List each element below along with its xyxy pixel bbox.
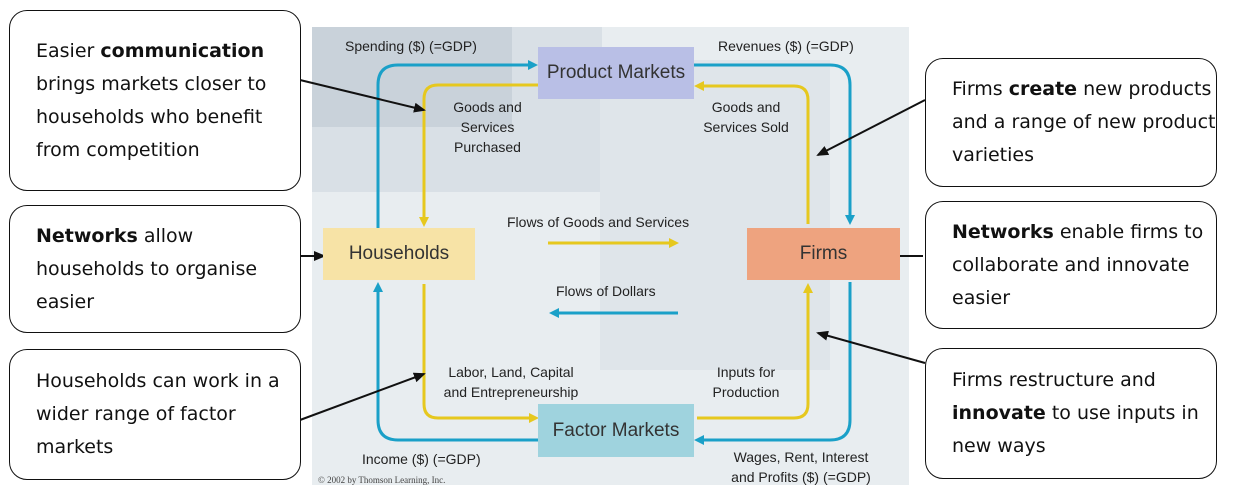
callout-text: Networks allow households to organise ea… bbox=[36, 224, 258, 313]
inputs-label: Inputs for Production bbox=[700, 362, 792, 402]
background-shade bbox=[312, 27, 512, 127]
callout-factor-markets: Households can work in a wider range of … bbox=[9, 349, 301, 480]
label-line: Inputs for bbox=[716, 364, 776, 380]
flows-goods-label: Flows of Goods and Services bbox=[507, 214, 690, 230]
label-line: Goods and bbox=[453, 99, 522, 115]
factor-markets-box: Factor Markets bbox=[538, 404, 694, 457]
pointer-arrow bbox=[299, 79, 426, 113]
label-line: Labor, Land, Capital bbox=[448, 364, 574, 380]
label-line: Purchased bbox=[454, 139, 521, 155]
label-line: Goods and bbox=[711, 99, 781, 115]
label-line: Services bbox=[460, 119, 515, 135]
label-line: and Entrepreneurship bbox=[443, 384, 579, 400]
callout-firms-create: Firms create new products and a range of… bbox=[925, 58, 1217, 187]
label-line: and Profits ($) (=GDP) bbox=[731, 469, 871, 485]
spending-label: Spending ($) (=GDP) bbox=[345, 38, 477, 54]
callout-households-networks: Networks allow households to organise ea… bbox=[9, 205, 301, 333]
callout-text: Households can work in a wider range of … bbox=[36, 370, 280, 458]
background-shade bbox=[600, 60, 830, 370]
callout-text: Firms restructure and innovate to use in… bbox=[952, 369, 1199, 457]
households-box: Households bbox=[323, 228, 475, 280]
callout-text: Easier communication brings markets clos… bbox=[36, 39, 267, 161]
product-markets-box: Product Markets bbox=[538, 47, 694, 99]
callout-firms-networks: Networks enable firms to collaborate and… bbox=[925, 201, 1217, 329]
labor-arrow bbox=[422, 284, 539, 423]
callout-text: Networks enable firms to collaborate and… bbox=[952, 220, 1204, 309]
firms-box: Firms bbox=[747, 228, 900, 280]
goods-purchased-arrow bbox=[419, 83, 538, 227]
goods-purchased-label: Goods and Services Purchased bbox=[440, 97, 535, 157]
label-line: Wages, Rent, Interest bbox=[733, 449, 869, 465]
callout-communication: Easier communication brings markets clos… bbox=[9, 10, 301, 191]
revenues-arrow bbox=[693, 63, 855, 225]
income-label: Income ($) (=GDP) bbox=[362, 451, 481, 467]
pointer-arrow bbox=[816, 99, 926, 156]
inputs-arrow bbox=[697, 283, 813, 420]
revenues-label: Revenues ($) (=GDP) bbox=[718, 38, 854, 54]
pointer-arrow bbox=[816, 330, 926, 364]
goods-sold-label: Goods and Services Sold bbox=[694, 97, 798, 137]
spending-arrow bbox=[376, 60, 538, 228]
wages-arrow bbox=[694, 282, 852, 445]
income-arrow bbox=[373, 282, 538, 442]
callout-text: Firms create new products and a range of… bbox=[952, 78, 1216, 166]
flows-dollars-label: Flows of Dollars bbox=[556, 283, 656, 299]
label-line: Production bbox=[712, 384, 780, 400]
labor-label: Labor, Land, Capital and Entrepreneurshi… bbox=[430, 362, 592, 402]
wages-label: Wages, Rent, Interest and Profits ($) (=… bbox=[716, 447, 886, 487]
label-line: Services Sold bbox=[703, 119, 789, 135]
goods-sold-arrow bbox=[694, 81, 810, 224]
pointer-arrow bbox=[299, 372, 426, 421]
callout-firms-innovate: Firms restructure and innovate to use in… bbox=[925, 348, 1217, 479]
copyright-note: © 2002 by Thomson Learning, Inc. bbox=[318, 475, 446, 485]
